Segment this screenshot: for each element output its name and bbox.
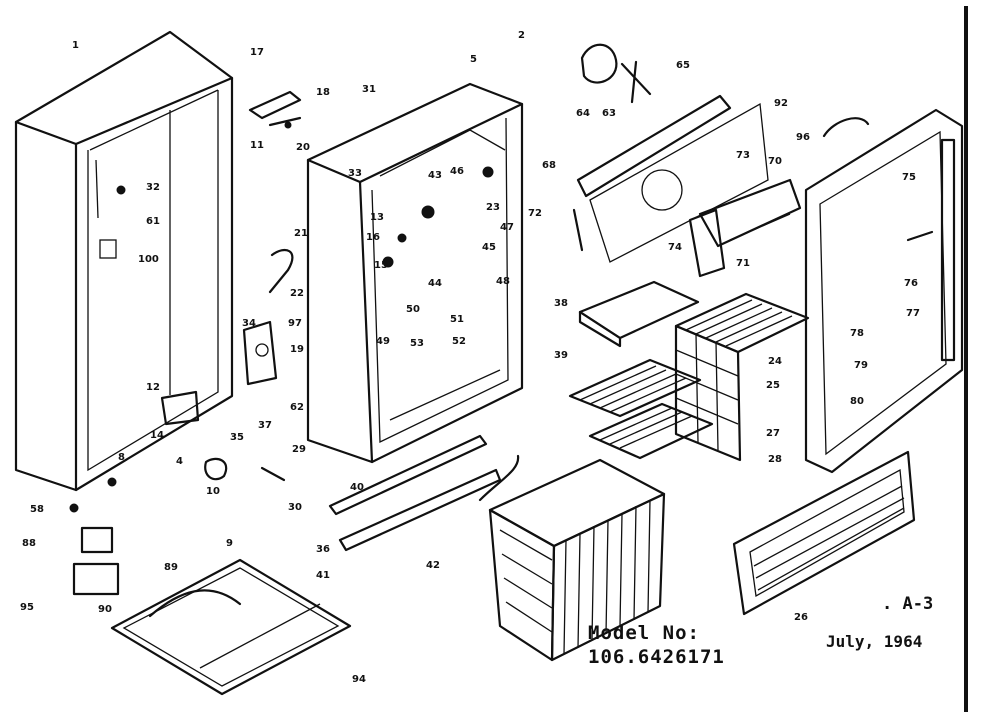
fan-assembly	[580, 43, 652, 104]
callout-79: 79	[854, 360, 868, 371]
callout-50: 50	[406, 304, 420, 315]
callout-74: 74	[668, 242, 682, 253]
callout-62: 62	[290, 402, 304, 413]
hinge-parts	[160, 90, 302, 482]
callout-42: 42	[426, 560, 440, 571]
callout-100: 100	[138, 254, 159, 265]
callout-13: 13	[370, 212, 384, 223]
callout-31: 31	[362, 84, 376, 95]
callout-70: 70	[768, 156, 782, 167]
callout-77: 77	[906, 308, 920, 319]
evaporator-panel	[572, 94, 769, 263]
callout-96: 96	[796, 132, 810, 143]
outer-cabinet	[14, 30, 234, 492]
callout-90: 90	[98, 604, 112, 615]
callout-88: 88	[22, 538, 36, 549]
date-label: July, 1964	[826, 632, 923, 651]
callout-71: 71	[736, 258, 750, 269]
front-grille	[732, 450, 916, 616]
callout-34: 34	[242, 318, 256, 329]
callout-89: 89	[164, 562, 178, 573]
callout-44: 44	[428, 278, 442, 289]
callout-37: 37	[258, 420, 272, 431]
callout-43: 43	[428, 170, 442, 181]
drip-tray	[578, 280, 700, 348]
callout-63: 63	[602, 108, 616, 119]
shelf-rails	[328, 434, 520, 552]
left-brackets	[69, 477, 120, 596]
callout-19: 19	[290, 344, 304, 355]
callout-47: 47	[500, 222, 514, 233]
callout-97: 97	[288, 318, 302, 329]
callout-23: 23	[486, 202, 500, 213]
wire-basket	[488, 458, 666, 662]
callout-28: 28	[768, 454, 782, 465]
callout-29: 29	[292, 444, 306, 455]
callout-30: 30	[288, 502, 302, 513]
callout-35: 35	[230, 432, 244, 443]
callout-27: 27	[766, 428, 780, 439]
callout-22: 22	[290, 288, 304, 299]
callout-53: 53	[410, 338, 424, 349]
door-frame	[804, 108, 964, 474]
callout-8: 8	[118, 452, 125, 463]
callout-32: 32	[146, 182, 160, 193]
callout-80: 80	[850, 396, 864, 407]
callout-78: 78	[850, 328, 864, 339]
callout-24: 24	[768, 356, 782, 367]
callout-39: 39	[554, 350, 568, 361]
callout-18: 18	[316, 87, 330, 98]
callout-75: 75	[902, 172, 916, 183]
callout-52: 52	[452, 336, 466, 347]
callout-92: 92	[774, 98, 788, 109]
callout-40: 40	[350, 482, 364, 493]
callout-95: 95	[20, 602, 34, 613]
callout-64: 64	[576, 108, 590, 119]
ice-grid	[674, 292, 810, 462]
callout-41: 41	[316, 570, 330, 581]
callout-76: 76	[904, 278, 918, 289]
callout-68: 68	[542, 160, 556, 171]
callout-21: 21	[294, 228, 308, 239]
callout-labels: 1 17 18 11 20 32 31 100 19 21 22 34 97 1…	[20, 30, 920, 685]
callout-17: 17	[250, 47, 264, 58]
callout-9: 9	[226, 538, 233, 549]
callout-58: 58	[30, 504, 44, 515]
callout-2: 2	[518, 30, 525, 41]
callout-16: 16	[366, 232, 380, 243]
callout-45: 45	[482, 242, 496, 253]
sheet-id-label: . A-3	[882, 594, 934, 614]
callout-25: 25	[766, 380, 780, 391]
callout-38: 38	[554, 298, 568, 309]
callout-26: 26	[794, 612, 808, 623]
callout-36: 36	[316, 544, 330, 555]
callout-73: 73	[736, 150, 750, 161]
model-number: 106.6426171	[588, 646, 725, 668]
callout-14: 14	[150, 430, 164, 441]
callout-48: 48	[496, 276, 510, 287]
callout-5: 5	[470, 54, 477, 65]
callout-72: 72	[528, 208, 542, 219]
callout-11: 11	[250, 140, 264, 151]
callout-51: 51	[450, 314, 464, 325]
callout-61: 61	[146, 216, 160, 227]
callout-10: 10	[206, 486, 220, 497]
callout-46: 46	[450, 166, 464, 177]
wire-shelves	[568, 358, 714, 460]
callout-12: 12	[146, 382, 160, 393]
callout-65: 65	[676, 60, 690, 71]
callout-15: 15	[374, 260, 388, 271]
callout-1: 1	[72, 40, 79, 51]
model-label: Model No:	[588, 622, 700, 644]
inner-liner	[306, 82, 524, 464]
callout-49: 49	[376, 336, 390, 347]
callout-94: 94	[352, 674, 366, 685]
callout-4: 4	[176, 456, 183, 467]
control-bracket	[688, 178, 802, 278]
callout-20: 20	[296, 142, 310, 153]
base-pan	[110, 558, 352, 696]
callout-33: 33	[348, 168, 362, 179]
